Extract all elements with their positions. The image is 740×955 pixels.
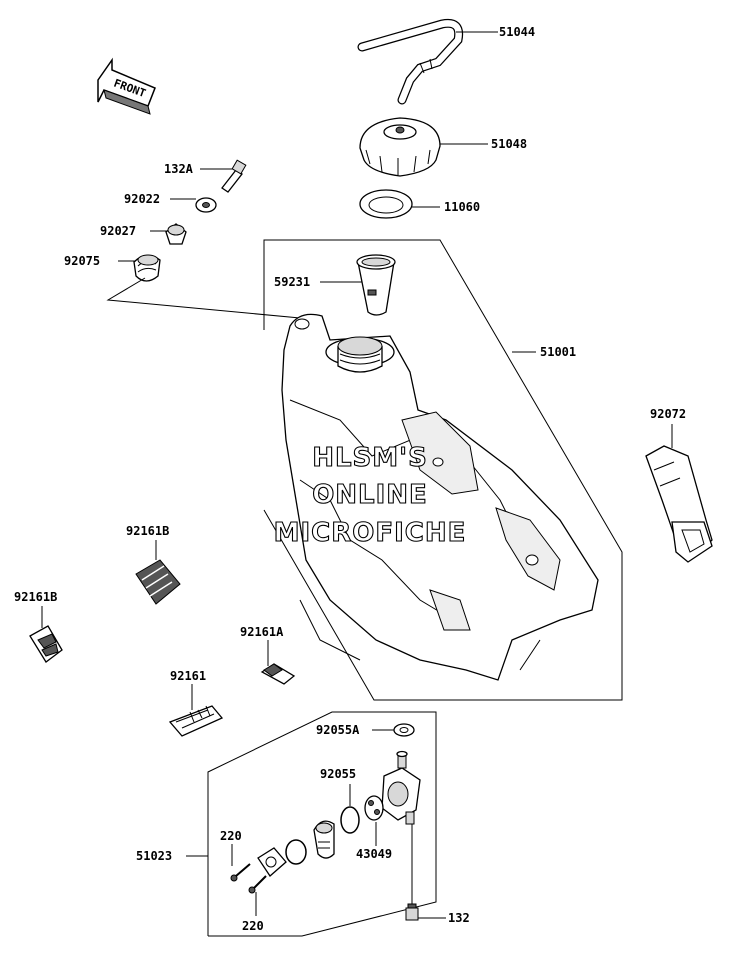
label-92075: 92075 xyxy=(64,254,100,268)
screw-220-lower-icon xyxy=(248,875,267,894)
tank-strap-icon xyxy=(645,445,713,563)
label-11060: 11060 xyxy=(444,200,480,214)
fuel-cock-body-icon xyxy=(381,750,421,825)
pad-92161b-upper-icon xyxy=(135,559,181,605)
label-132A: 132A xyxy=(164,162,194,176)
label-51001: 51001 xyxy=(540,345,576,359)
grommet-92075-icon xyxy=(133,254,161,282)
washer-92055a-icon xyxy=(393,723,415,737)
fuel-cock-assembly-outline xyxy=(207,711,437,937)
label-92027: 92027 xyxy=(100,224,136,238)
label-92072: 92072 xyxy=(650,407,686,421)
label-92161: 92161 xyxy=(170,669,206,683)
label-51048: 51048 xyxy=(491,137,527,151)
vent-hose-icon xyxy=(357,18,464,105)
collar-92027-icon xyxy=(165,223,187,245)
pad-92161-icon xyxy=(168,705,224,737)
front-arrow-icon: FRONT xyxy=(97,57,156,115)
label-92161B-upper: 92161B xyxy=(126,524,169,538)
gasket-43049-icon xyxy=(364,795,384,821)
watermark: HLSM'S ONLINE MICROFICHE xyxy=(273,442,467,548)
label-92022: 92022 xyxy=(124,192,160,206)
washer-92022-icon xyxy=(195,197,217,213)
fuel-cap-icon xyxy=(359,117,441,177)
label-51044: 51044 xyxy=(499,25,535,39)
plate-icon xyxy=(257,847,287,877)
bolt-132-icon xyxy=(405,824,419,921)
filler-neck-icon xyxy=(356,254,396,316)
label-59231: 59231 xyxy=(274,275,310,289)
watermark-line1: HLSM'S xyxy=(312,443,428,473)
pad-92161a-icon xyxy=(260,663,296,685)
label-51023: 51023 xyxy=(136,849,172,863)
label-92161A: 92161A xyxy=(240,625,284,639)
label-220-upper: 220 xyxy=(220,829,242,843)
pad-92161b-lower-icon xyxy=(29,625,63,663)
o-ring-lever-icon xyxy=(285,839,307,865)
screw-220-upper-icon xyxy=(230,863,251,882)
tank-assembly-outline xyxy=(263,239,623,701)
label-220-lower: 220 xyxy=(242,919,264,933)
fuel-tank-icon xyxy=(281,313,599,681)
label-92055A: 92055A xyxy=(316,723,360,737)
watermark-line2: ONLINE xyxy=(312,480,428,510)
cap-gasket-icon xyxy=(359,189,413,219)
lever-icon xyxy=(313,820,335,859)
leader-92075-tank xyxy=(106,277,301,319)
label-43049: 43049 xyxy=(356,847,392,861)
watermark-line3: MICROFICHE xyxy=(274,518,467,548)
label-132: 132 xyxy=(448,911,470,925)
label-92055: 92055 xyxy=(320,767,356,781)
o-ring-92055-icon xyxy=(340,806,360,834)
label-92161B-lower: 92161B xyxy=(14,590,57,604)
bolt-132a-icon xyxy=(221,159,247,193)
